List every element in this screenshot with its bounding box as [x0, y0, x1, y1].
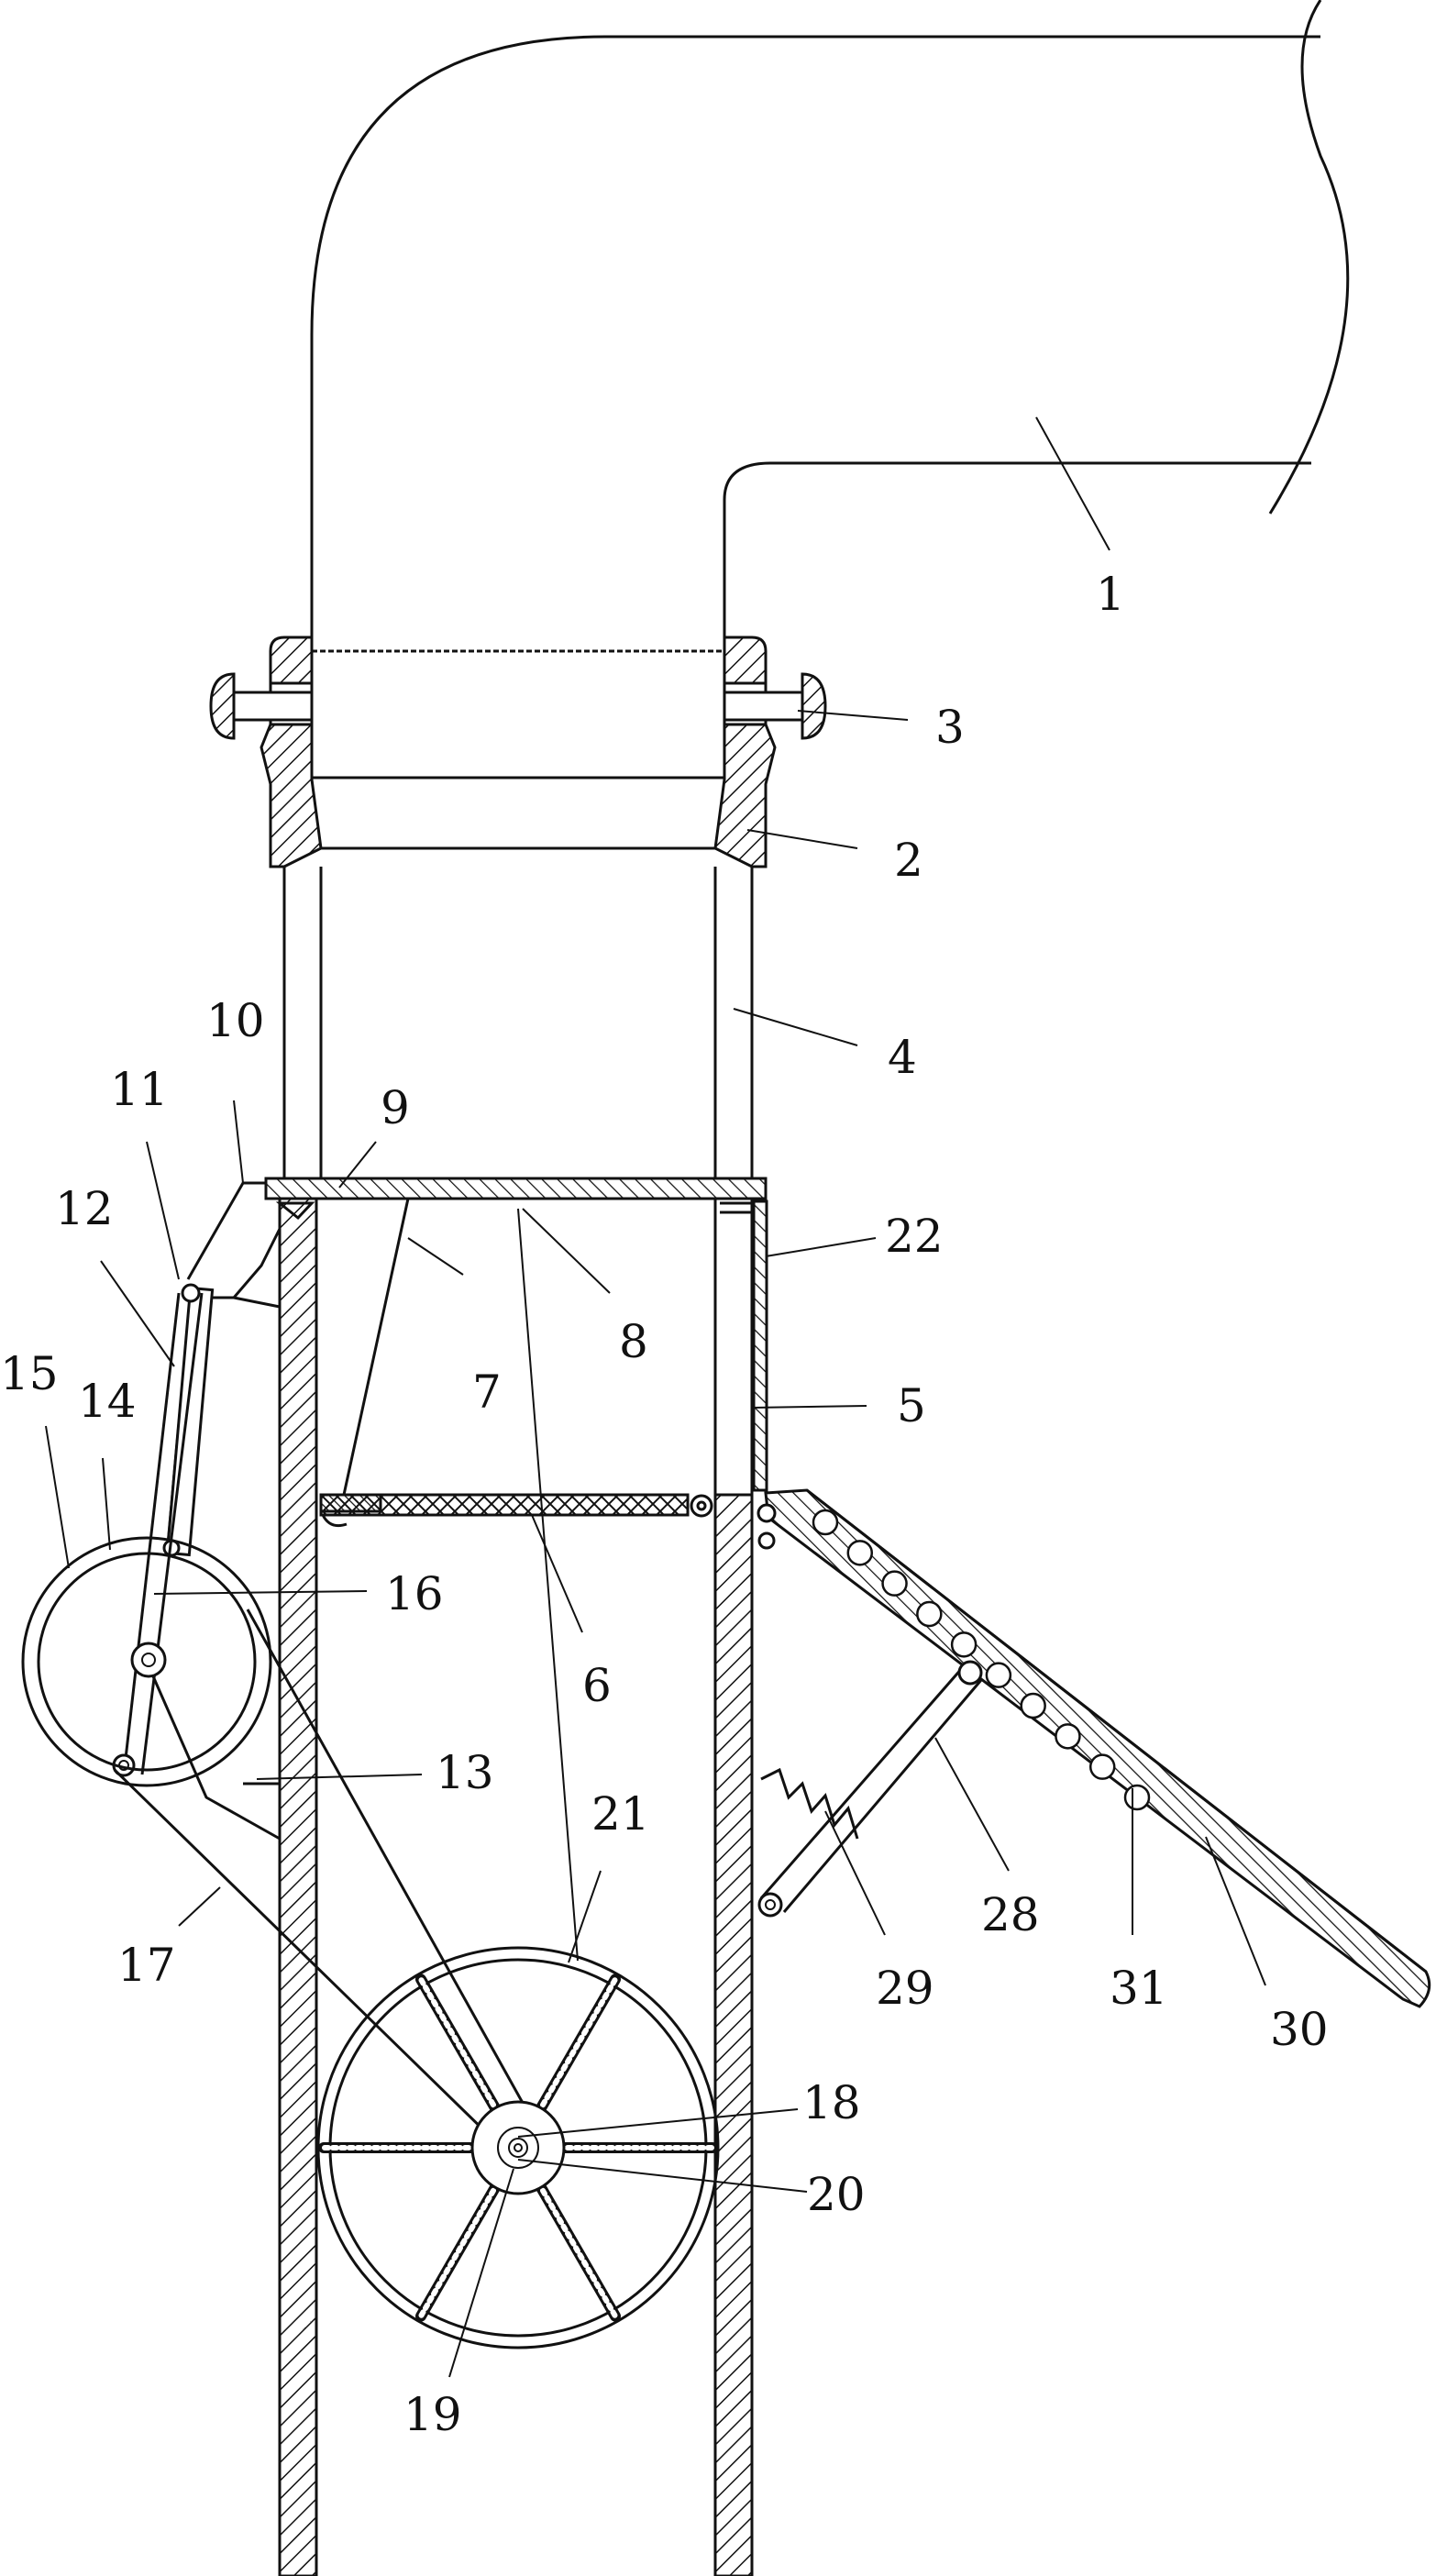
chute-ball	[881, 1570, 908, 1597]
label-7: 7	[472, 1365, 502, 1419]
label-19: 19	[403, 2388, 462, 2441]
coupling-sleeve	[260, 636, 777, 868]
label-6: 6	[582, 1659, 612, 1712]
chute-ball	[846, 1540, 874, 1566]
label-10: 10	[206, 994, 265, 1047]
label-8: 8	[619, 1315, 648, 1368]
impeller-blade-texture	[536, 2180, 618, 2319]
spring	[760, 1767, 859, 1840]
chute-strut	[757, 1660, 983, 1918]
upper-tube	[282, 867, 754, 1178]
label-16: 16	[385, 1567, 444, 1620]
label-9: 9	[381, 1081, 410, 1134]
label-28: 28	[981, 1888, 1040, 1941]
label-3: 3	[935, 701, 965, 754]
label-13: 13	[436, 1746, 494, 1799]
bolt-right	[723, 672, 827, 740]
label-1: 1	[1096, 568, 1125, 621]
label-11: 11	[110, 1063, 169, 1116]
impeller-blade-texture	[536, 1976, 618, 2116]
label-17: 17	[117, 1939, 176, 1992]
chute-ball	[812, 1509, 839, 1536]
label-12: 12	[55, 1182, 114, 1235]
label-5: 5	[897, 1379, 926, 1432]
chute-ball	[1123, 1784, 1151, 1811]
small-bracket	[275, 1201, 752, 1221]
discharge-chute	[757, 1488, 1431, 2008]
label-22: 22	[885, 1210, 944, 1263]
impeller-blade-texture	[418, 1976, 501, 2116]
label-30: 30	[1270, 2003, 1329, 2056]
part-labels: 1 3 2 4 10 9 11 12 22 8 7 5 15 14 16 6 1…	[0, 568, 1329, 2441]
label-15: 15	[0, 1347, 59, 1400]
label-29: 29	[876, 1962, 934, 2015]
chute-ball	[1055, 1723, 1081, 1750]
label-2: 2	[894, 834, 923, 887]
impeller-blade-texture	[418, 2180, 501, 2319]
linkage-arm	[112, 1181, 282, 1777]
drive-belt	[113, 1609, 538, 2143]
label-21: 21	[591, 1787, 650, 1841]
label-14: 14	[78, 1375, 137, 1428]
leader-lines	[45, 416, 1266, 2378]
chute-ball	[916, 1600, 943, 1628]
support-rod	[342, 1198, 410, 1496]
screen-plate	[319, 1493, 713, 1528]
side-plate	[752, 1200, 768, 1492]
label-20: 20	[807, 2168, 866, 2221]
label-18: 18	[802, 2076, 861, 2129]
bolt-left	[209, 672, 314, 740]
chute-ball	[985, 1662, 1012, 1688]
chute-ball	[1088, 1753, 1116, 1780]
label-31: 31	[1110, 1962, 1168, 2015]
impeller	[316, 1946, 720, 2349]
cover-plate	[264, 1177, 768, 1200]
chute-ball	[1020, 1692, 1046, 1719]
bent-pipe	[310, 0, 1350, 651]
lower-tube	[278, 1197, 754, 2576]
pulley-wheel	[21, 1536, 281, 1841]
label-4: 4	[888, 1031, 917, 1084]
chute-ball	[950, 1631, 978, 1658]
